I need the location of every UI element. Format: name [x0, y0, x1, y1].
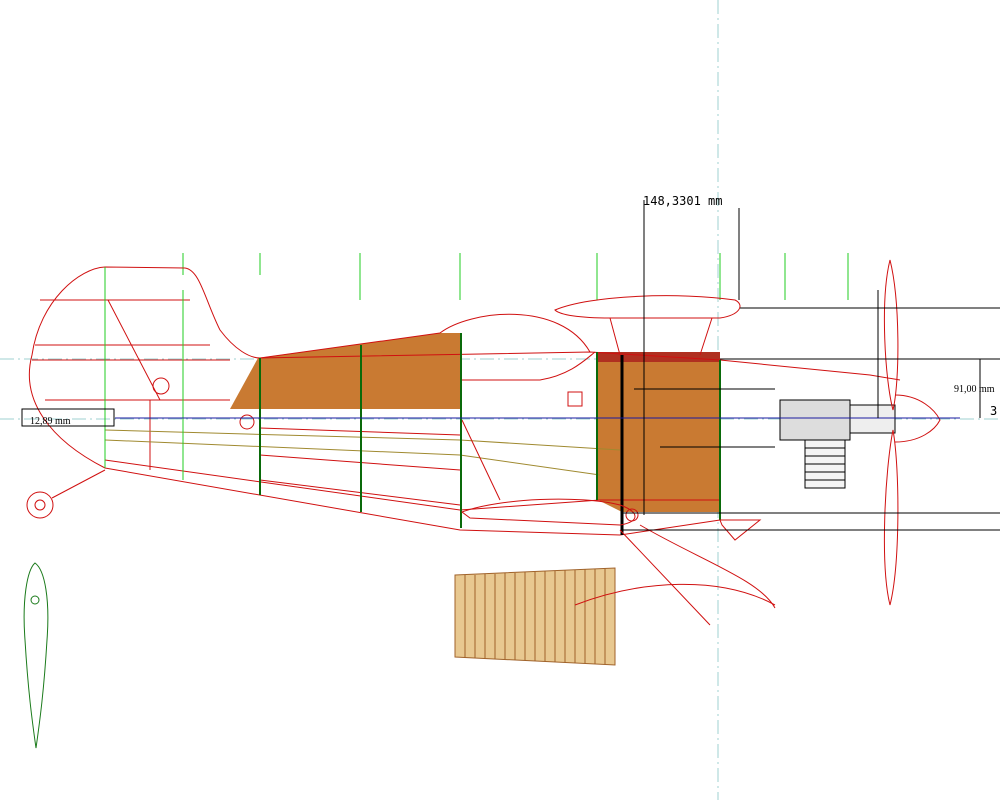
wing-airfoil-section — [23, 562, 49, 749]
lower-wing — [460, 498, 639, 526]
wing-sheeting-plan — [454, 567, 776, 666]
dimension-left[interactable]: 12,89 mm — [21, 408, 115, 427]
station-ticks — [182, 253, 849, 300]
dimension-top[interactable]: 148,3301 mm — [643, 194, 740, 515]
upper-wing — [554, 295, 741, 356]
engine — [779, 399, 896, 489]
dimension-right-text: 91,00 mm — [954, 384, 995, 395]
fuselage-frames — [104, 267, 721, 535]
dimension-top-text: 148,3301 mm — [643, 194, 722, 208]
fuselage-outline — [28, 266, 901, 536]
tail-wheel — [26, 469, 106, 519]
dimension-left-text: 12,89 mm — [30, 416, 71, 427]
main-gear — [619, 519, 776, 626]
fuselage-sheeting — [230, 333, 720, 512]
propeller — [883, 259, 941, 606]
dimension-edge-label: 3 — [990, 404, 997, 418]
dimension-right[interactable]: 91,00 mm 3 — [622, 290, 1000, 531]
